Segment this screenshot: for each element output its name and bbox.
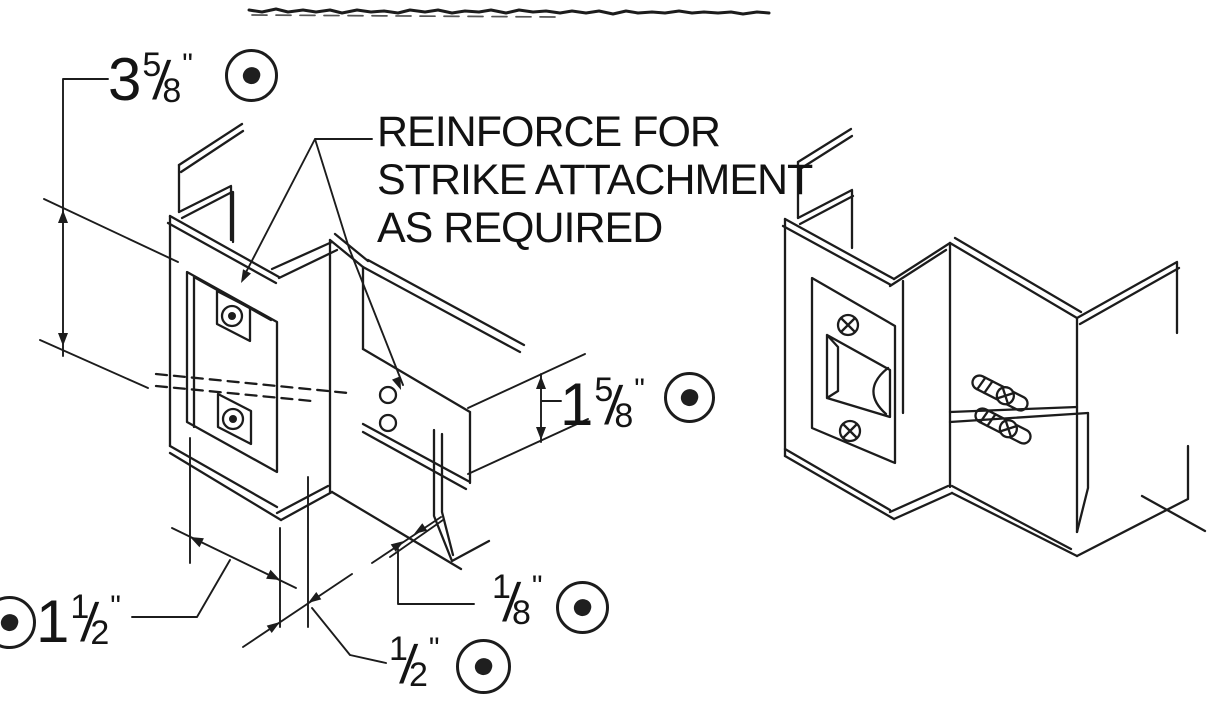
marker-dot-icon [678,386,701,409]
face-cutout [185,270,279,474]
backbend-spike [177,122,245,174]
backbend-spike [796,127,854,171]
cross-screw-icon [836,313,860,337]
machine-screw-icon [971,374,1029,412]
dim-stop-width-lines [242,476,387,664]
hem-return [432,428,491,563]
reinforce-note: REINFORCE FOR STRIKE ATTACHMENT AS REQUI… [377,108,813,252]
rabbet-soffit-band [888,241,952,288]
dim-numerator: 5 [142,46,161,84]
dim-numerator: 5 [594,371,613,409]
tapped-hole-icon [221,407,245,431]
reinforce-note-line: STRIKE ATTACHMENT [377,156,813,204]
dim-denominator: 8 [614,397,633,435]
dimension-marker-icon [225,49,278,102]
dim-denominator: 2 [90,614,109,652]
panel-top-band [948,236,1083,320]
wall-top-band [166,214,281,285]
right-jamb-drawing [781,127,1207,558]
dim-numerator: 1 [389,630,408,668]
strike-lip-curve [872,366,890,416]
dimension-label-jamb-depth: 35/8" [108,46,193,113]
strike-flange [361,347,472,491]
far-spike [1075,260,1181,335]
dimension-label-face-width: 11/2" [36,588,121,655]
marker-dot-icon [472,655,495,678]
strike-screw-hole-icon [378,413,398,433]
backbend-step [177,184,235,244]
marker-dot-icon [571,596,594,619]
dim-denominator: 8 [162,72,181,110]
note-leader-lines [241,138,404,390]
machine-screw-icon [974,407,1032,445]
marker-dot-icon [240,64,263,87]
reinforce-note-line: REINFORCE FOR [377,108,721,156]
reinforcement-plate-upper [215,289,252,343]
dim-unit: " [531,570,543,603]
far-bottom-edges [1075,444,1207,558]
dim-face-width-lines [131,437,297,618]
dim-denominator: 2 [408,656,428,694]
dimension-label-stop-standoff: 1/8" [489,568,543,633]
reinforce-note-line: AS REQUIRED [377,204,663,252]
bottom-cut-edge [330,490,463,571]
rabbet-soffit-band [270,240,339,280]
dimension-label-strike-height: 15/8" [560,371,645,438]
strike-screw-hole-icon [378,385,398,405]
dimension-marker-icon [456,639,511,694]
dim-numerator: 1 [70,588,89,626]
strike-plate [810,276,897,465]
dimension-label-stop-width: 1/2" [386,630,440,695]
dim-unit: " [634,373,645,406]
dim-unit: " [428,632,440,665]
bottom-soffit-band [888,484,954,521]
wall-bottom-band [168,444,283,522]
tapped-hole-icon [220,304,244,328]
dim-whole: 1 [560,371,593,438]
dim-unit: " [182,48,193,81]
cross-screw-icon [838,419,862,443]
bottom-cut-band [950,484,1079,558]
hidden-edge-dashed [154,372,350,403]
dimension-marker-icon [0,596,36,649]
dim-unit: " [110,590,121,623]
dim-stop-standoff-lines [371,516,475,605]
reinforcement-plate-lower [216,392,253,446]
soffit-band-right [361,258,526,354]
stop-top-band [328,232,370,269]
dim-jamb-depth-lines [39,78,179,389]
backbend-step [796,188,855,250]
dim-numerator: 1 [492,568,511,606]
bottom-soffit-band [275,484,334,522]
dimension-lines [39,78,589,664]
wall-top-band [781,217,896,287]
dim-whole: 1 [36,588,69,655]
strike-opening [825,333,892,419]
anchor-strip-edges [948,405,1090,424]
marker-dot-icon [0,611,21,634]
dim-whole: 3 [108,46,141,113]
dim-denominator: 8 [511,594,531,632]
left-jamb-drawing [154,122,526,571]
torn-edge-line [247,7,771,18]
hem-strip [1075,411,1090,534]
wall-bottom-band [783,447,896,521]
dimension-marker-icon [556,581,609,634]
dimension-marker-icon [664,372,715,423]
dim-strike-height-lines [467,353,589,475]
